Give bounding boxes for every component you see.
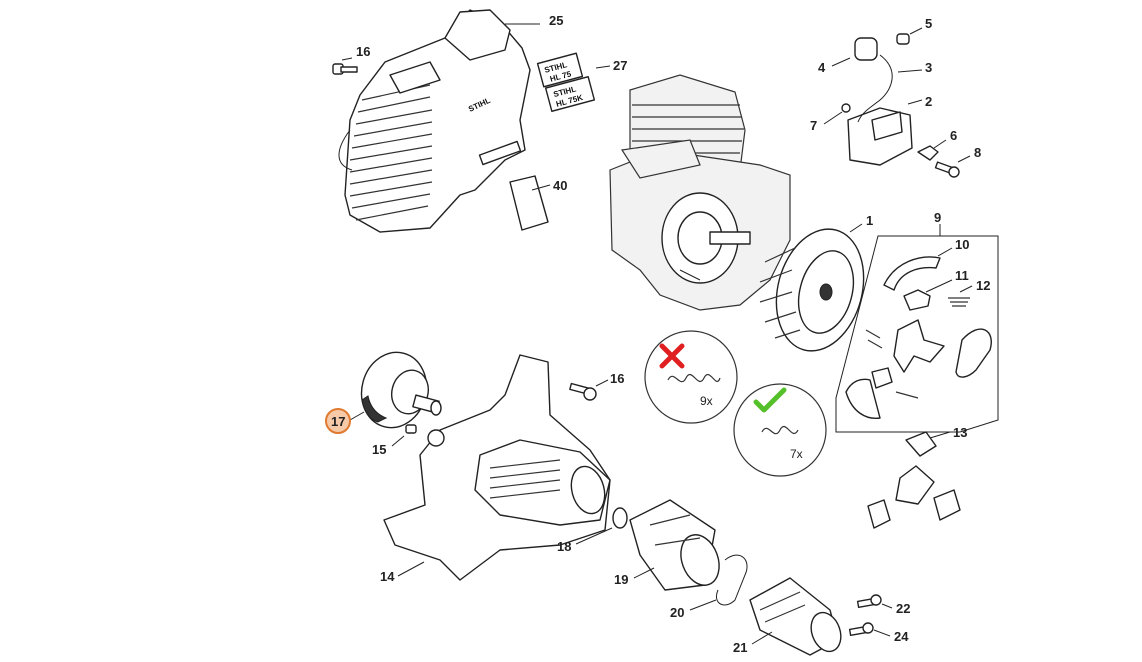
wrong-mark-icon <box>659 343 685 369</box>
svg-text:8: 8 <box>974 145 981 160</box>
svg-text:21: 21 <box>733 640 747 655</box>
callout-18: 18 <box>557 527 613 554</box>
spring-wrong-note: 9x <box>644 330 738 424</box>
callout-6: 6 <box>933 128 957 149</box>
screw-lower-b-part[interactable] <box>848 622 874 637</box>
svg-text:40: 40 <box>553 178 567 193</box>
ignition-module-part[interactable] <box>847 107 913 166</box>
callout-11: 11 <box>925 268 969 293</box>
plate-part[interactable] <box>509 175 549 231</box>
callout-5: 5 <box>909 16 932 35</box>
svg-text:17: 17 <box>331 414 345 429</box>
short-circuit-wire-part[interactable] <box>917 145 939 161</box>
pin-part[interactable] <box>405 424 417 434</box>
svg-text:5: 5 <box>925 16 932 31</box>
engine-shroud-part[interactable]: STIHL <box>338 9 531 233</box>
screw-housing-part[interactable] <box>569 382 597 401</box>
bearing-sleeve-part[interactable] <box>629 499 726 591</box>
svg-text:10: 10 <box>955 237 969 252</box>
spring-right-count: 7x <box>790 447 803 461</box>
svg-text:14: 14 <box>380 569 395 584</box>
callout-16a: 16 <box>341 44 370 61</box>
spring-right-note: 7x <box>733 383 827 477</box>
callout-4: 4 <box>818 57 851 75</box>
svg-text:3: 3 <box>925 60 932 75</box>
svg-text:2: 2 <box>925 94 932 109</box>
callout-12: 12 <box>959 278 990 293</box>
washer-part[interactable] <box>841 103 851 113</box>
screw-lower-a-part[interactable] <box>856 594 882 609</box>
svg-text:24: 24 <box>894 629 909 644</box>
circlip-part[interactable] <box>612 507 628 529</box>
clutch-kit-frame <box>835 235 999 433</box>
clutch-carrier-part[interactable] <box>845 319 992 419</box>
svg-text:19: 19 <box>614 572 628 587</box>
svg-text:15: 15 <box>372 442 386 457</box>
flywheel-part[interactable] <box>759 219 877 361</box>
clutch-drum-part[interactable] <box>353 345 442 435</box>
callout-3: 3 <box>897 60 932 75</box>
plug-cap-part[interactable] <box>896 33 910 45</box>
check-mark-icon <box>753 387 787 413</box>
svg-text:12: 12 <box>976 278 990 293</box>
callout-21: 21 <box>733 631 773 655</box>
callout-2: 2 <box>907 94 932 109</box>
callout-19: 19 <box>614 567 655 587</box>
svg-text:16: 16 <box>356 44 370 59</box>
svg-text:6: 6 <box>950 128 957 143</box>
callout-17: 17 <box>325 408 365 434</box>
svg-text:20: 20 <box>670 605 684 620</box>
spring-wrong-count: 9x <box>700 394 713 408</box>
clutch-shoe-part[interactable] <box>883 256 970 311</box>
callout-9: 9 <box>934 210 941 236</box>
svg-text:1: 1 <box>866 213 873 228</box>
svg-text:7: 7 <box>810 118 817 133</box>
spring-clip-part[interactable] <box>716 554 748 606</box>
clutch-assembly-part[interactable] <box>867 431 961 529</box>
model-decal-part[interactable]: STIHL HL 75 STIHL HL 75K <box>536 52 596 112</box>
svg-text:16: 16 <box>610 371 624 386</box>
highlight-marker <box>325 408 351 434</box>
svg-text:27: 27 <box>613 58 627 73</box>
screw-top-part[interactable] <box>332 63 358 75</box>
tube-end-part[interactable] <box>749 577 846 656</box>
callout-15: 15 <box>372 435 405 457</box>
callout-20: 20 <box>670 599 717 620</box>
callout-13: 13 <box>929 425 967 440</box>
callout-40: 40 <box>531 178 567 193</box>
svg-text:9: 9 <box>934 210 941 225</box>
callout-8: 8 <box>957 145 981 163</box>
svg-text:22: 22 <box>896 601 910 616</box>
svg-text:13: 13 <box>953 425 967 440</box>
callout-7: 7 <box>810 111 843 133</box>
svg-text:25: 25 <box>549 13 563 28</box>
callout-27: 27 <box>595 58 627 73</box>
screw-ignition-part[interactable] <box>934 161 960 178</box>
callout-1: 1 <box>849 213 873 233</box>
spark-plug-lead-part[interactable] <box>854 37 893 123</box>
callout-25: 25 <box>505 13 563 28</box>
svg-text:18: 18 <box>557 539 571 554</box>
svg-text:4: 4 <box>818 60 826 75</box>
svg-text:11: 11 <box>955 268 969 283</box>
callout-10: 10 <box>937 237 969 257</box>
callout-22: 22 <box>881 601 910 616</box>
callout-16b: 16 <box>595 371 624 387</box>
engine-block-part[interactable] <box>609 74 791 311</box>
callout-14: 14 <box>380 561 425 584</box>
callout-24: 24 <box>873 629 909 644</box>
gear-housing-part[interactable] <box>383 354 611 581</box>
